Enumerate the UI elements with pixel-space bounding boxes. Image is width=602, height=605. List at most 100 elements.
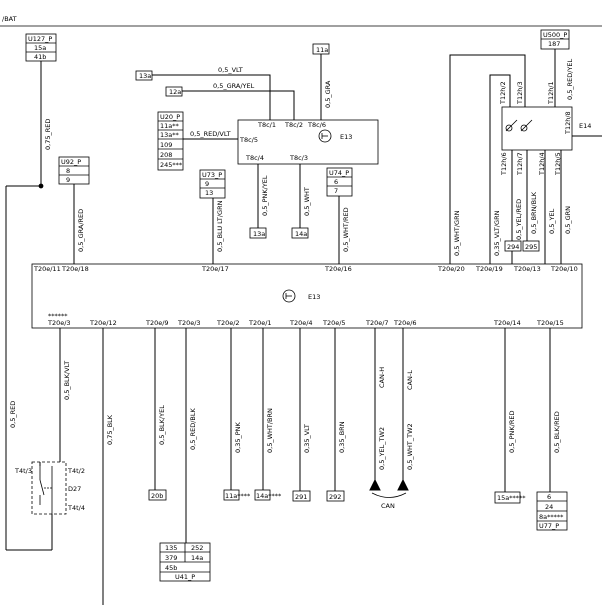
- svg-text:T20e/10: T20e/10: [550, 265, 578, 273]
- svg-text:15a: 15a: [34, 44, 46, 52]
- svg-text:0,5_WHT: 0,5_WHT: [303, 187, 311, 216]
- ref-13a-lower: 13a: [249, 227, 267, 239]
- svg-text:0,5_GRA/YEL: 0,5_GRA/YEL: [213, 82, 255, 90]
- svg-text:E14: E14: [579, 122, 591, 130]
- can-bracket: [371, 492, 407, 498]
- svg-text:T12h/2: T12h/2: [499, 81, 507, 105]
- svg-text:T12h/4: T12h/4: [538, 152, 546, 176]
- ref-295: 295: [522, 240, 540, 252]
- svg-text:13: 13: [205, 189, 213, 197]
- svg-text:6: 6: [334, 178, 338, 186]
- svg-text:T20e/19: T20e/19: [475, 265, 503, 273]
- svg-text:T20e/2: T20e/2: [216, 319, 240, 327]
- svg-text:295: 295: [525, 243, 537, 251]
- svg-text:0,5_GRA/RED: 0,5_GRA/RED: [77, 209, 85, 252]
- svg-text:0,5_WHT/GRN: 0,5_WHT/GRN: [453, 210, 461, 256]
- connector-u92-p: U92_P 8 9: [58, 156, 90, 185]
- e14-box: [501, 106, 573, 151]
- svg-text:T20e/5: T20e/5: [322, 319, 346, 327]
- connector-u41-p: 135 252 379 14a 45b U41_P: [159, 542, 211, 582]
- svg-text:CAN-L: CAN-L: [406, 370, 414, 390]
- e13-upper-box: [237, 119, 379, 165]
- svg-text:T20e/11: T20e/11: [33, 265, 61, 273]
- svg-text:T20e/9: T20e/9: [145, 319, 169, 327]
- svg-text:T20e/16: T20e/16: [324, 265, 352, 273]
- lamp-icon: [505, 119, 518, 132]
- svg-text:6: 6: [547, 493, 551, 501]
- svg-text:294: 294: [507, 243, 519, 251]
- ref-12a: 12a: [165, 86, 183, 97]
- ref-13a: 13a: [135, 70, 153, 81]
- svg-text:T20e/6: T20e/6: [393, 319, 417, 327]
- svg-text:291: 291: [295, 493, 307, 501]
- svg-text:0,5_BRN/BLK: 0,5_BRN/BLK: [530, 191, 538, 234]
- ref-292: 292: [326, 490, 345, 502]
- svg-text:24: 24: [545, 503, 553, 511]
- connector-u127-p: U127_P 15a 41b: [25, 33, 57, 62]
- ref-15a-b: 15a*****: [494, 491, 526, 504]
- d27-switch-box: [31, 461, 67, 515]
- svg-text:15a*****: 15a*****: [497, 494, 526, 502]
- svg-text:T20e/1: T20e/1: [248, 319, 272, 327]
- svg-text:0,5_WHT/BRN: 0,5_WHT/BRN: [266, 408, 274, 453]
- svg-text:245***: 245***: [160, 161, 183, 169]
- svg-text:T20e/15: T20e/15: [536, 319, 564, 327]
- svg-text:0,5_YEL: 0,5_YEL: [548, 208, 556, 234]
- gear-knob-icon: [282, 289, 296, 303]
- svg-text:D27: D27: [68, 485, 81, 493]
- can-h-arrow: [369, 478, 381, 491]
- svg-text:13a: 13a: [253, 230, 265, 238]
- svg-text:U92_P: U92_P: [61, 158, 81, 166]
- svg-text:0,5_YEL/RED: 0,5_YEL/RED: [515, 199, 523, 240]
- svg-text:252: 252: [191, 544, 203, 552]
- connector-u500-p: U500_P 187: [540, 29, 570, 50]
- svg-text:292: 292: [329, 493, 341, 501]
- svg-text:T20e/14: T20e/14: [493, 319, 521, 327]
- svg-text:0,5_GRN: 0,5_GRN: [564, 206, 572, 234]
- svg-text:0,5_YEL_TW2: 0,5_YEL_TW2: [378, 427, 386, 470]
- svg-text:T8c/1: T8c/1: [257, 121, 276, 129]
- svg-text:T8c/5: T8c/5: [239, 136, 258, 144]
- svg-text:14a: 14a: [295, 230, 307, 238]
- svg-text:8: 8: [66, 167, 70, 175]
- header-label: /BAT: [2, 15, 17, 23]
- svg-text:14a: 14a: [191, 554, 203, 562]
- gear-knob-icon: [318, 129, 332, 143]
- svg-text:7: 7: [334, 187, 338, 195]
- svg-text:8a*****: 8a*****: [539, 513, 564, 521]
- svg-text:T8c/2: T8c/2: [284, 121, 303, 129]
- svg-text:U73_P: U73_P: [202, 171, 222, 179]
- svg-text:T12h/7: T12h/7: [516, 152, 524, 176]
- ref-20b: 20b: [148, 489, 167, 501]
- svg-text:T20e/3: T20e/3: [47, 319, 71, 327]
- svg-text:14a****: 14a****: [256, 492, 282, 500]
- svg-text:T12h/6: T12h/6: [500, 152, 508, 176]
- svg-text:CAN: CAN: [381, 502, 395, 510]
- svg-text:208: 208: [160, 151, 172, 159]
- svg-text:T4t/3: T4t/3: [14, 467, 32, 475]
- svg-text:12a: 12a: [169, 88, 181, 96]
- svg-text:0,5_RED/BLK: 0,5_RED/BLK: [189, 408, 197, 450]
- switch-contact-icon: [39, 466, 53, 514]
- ref-294: 294: [504, 240, 522, 252]
- svg-text:187: 187: [548, 40, 560, 48]
- svg-text:******: ******: [48, 312, 68, 320]
- ref-14a-b: 14a****: [254, 489, 282, 501]
- svg-text:0,5_BLK/YEL: 0,5_BLK/YEL: [158, 405, 166, 445]
- svg-text:T8c/3: T8c/3: [289, 154, 308, 162]
- svg-text:11a: 11a: [316, 46, 328, 54]
- connector-u73-p: U73_P 9 13: [199, 169, 226, 199]
- svg-text:U41_P: U41_P: [175, 573, 195, 581]
- svg-text:0,5_BLU LT/GRN: 0,5_BLU LT/GRN: [216, 200, 224, 252]
- svg-text:0,35_VLT/GRN: 0,35_VLT/GRN: [493, 210, 501, 256]
- svg-text:T20e/12: T20e/12: [89, 319, 117, 327]
- svg-text:E13: E13: [308, 293, 320, 301]
- svg-text:T20e/7: T20e/7: [365, 319, 389, 327]
- svg-text:0,35_VLT: 0,35_VLT: [303, 424, 311, 453]
- svg-text:U74_P: U74_P: [329, 169, 349, 177]
- svg-text:0,5_BLK/RED: 0,5_BLK/RED: [553, 411, 561, 453]
- svg-text:T12h/3: T12h/3: [516, 81, 524, 105]
- svg-text:T20e/3: T20e/3: [177, 319, 201, 327]
- svg-text:20b: 20b: [151, 492, 163, 500]
- svg-text:T4t/4: T4t/4: [67, 504, 85, 512]
